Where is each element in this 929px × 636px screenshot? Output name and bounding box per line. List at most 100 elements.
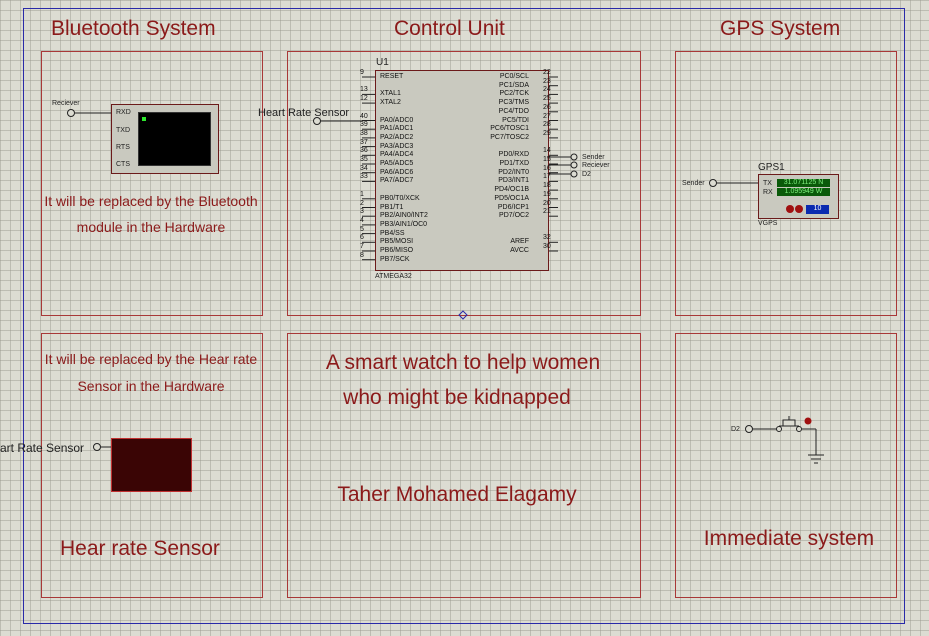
- mcu-right-pin-number: 24: [543, 86, 551, 94]
- mcu-left-pin-number: 35: [360, 156, 368, 163]
- mcu-part-label: ATMEGA32: [375, 273, 412, 280]
- mcu-out-d2: D2: [582, 171, 591, 178]
- heart-rate-sensor-block[interactable]: [111, 438, 192, 492]
- mcu-left-pin-label: XTAL1: [380, 90, 401, 98]
- mcu-left-pin-label: RESET: [380, 73, 404, 80]
- mcu-right-pin-label: AVCC: [510, 247, 529, 254]
- gps-led-indicator: [786, 205, 794, 213]
- immediate-title: Immediate system: [703, 527, 875, 550]
- mcu-right-pin-label: PD3/INT1: [498, 177, 529, 185]
- gps-led-indicator-2: [795, 205, 803, 213]
- gps-counter-display: 10: [806, 205, 829, 214]
- mcu-ref: U1: [376, 57, 389, 68]
- mcu-right-pin-label: PD7/OC2: [499, 212, 529, 220]
- mcu-right-pin-label: PD4/OC1B: [494, 186, 529, 194]
- mcu-left-pin-label: PB6/MISO: [380, 247, 414, 254]
- bluetooth-rx-label: Reciever: [52, 100, 80, 107]
- mcu-left-pin-label: PB4/SS: [380, 229, 405, 237]
- mcu-left-pin-number: 3: [360, 208, 364, 216]
- heart-rate-note-line2: Sensor in the Hardware: [77, 378, 225, 394]
- mcu-out-reciever: Reciever: [582, 162, 610, 169]
- mcu-out-sender: Sender: [582, 154, 605, 161]
- mcu-left-pin-label: PB3/AIN1/OC0: [380, 220, 428, 228]
- project-line1: A smart watch to help women: [325, 351, 601, 374]
- gps-tx-label: TX: [763, 180, 772, 187]
- mcu-left-pin-label: PA4/ADC4: [380, 151, 414, 159]
- mcu-right-pin-number: 20: [543, 199, 551, 207]
- bt-pin-rts: RTS: [116, 144, 130, 151]
- bluetooth-terminal-screen: [138, 112, 211, 166]
- project-author: Taher Mohamed Elagamy: [337, 483, 577, 506]
- mcu-left-pin-label: PB5/MOSI: [380, 238, 414, 246]
- control-unit-panel[interactable]: [287, 51, 641, 316]
- mcu-right-pin-label: PC1/SDA: [499, 81, 529, 89]
- mcu-left-pin-number: 4: [360, 216, 364, 224]
- gps-panel[interactable]: [675, 51, 897, 316]
- mcu-right-pin-number: 25: [543, 95, 551, 103]
- heart-rate-sensor-label: art Rate Sensor: [0, 441, 85, 455]
- mcu-left-pin-label: PA3/ADC3: [380, 142, 414, 150]
- mcu-left-pin-label: PB1/T1: [380, 203, 404, 211]
- mcu-left-pin-label: PA2/ADC2: [380, 133, 414, 141]
- mcu-left-pin-label: PA1/ADC1: [380, 125, 414, 133]
- mcu-left-pin-number: 33: [360, 173, 368, 181]
- mcu-right-pin-label: PC3/TMS: [498, 99, 529, 107]
- bluetooth-note-line1: It will be replaced by the Bluetooth: [44, 193, 258, 209]
- mcu-left-pin-number: 38: [360, 129, 368, 137]
- bluetooth-panel[interactable]: [41, 51, 263, 316]
- mcu-right-pin-number: 23: [543, 77, 551, 85]
- heart-rate-note-line1: It will be replaced by the Hear rate: [44, 351, 258, 367]
- mcu-left-pin-label: PB7/SCK: [380, 255, 410, 263]
- bluetooth-cursor-indicator: [142, 117, 146, 121]
- mcu-right-pin-number: 14: [543, 147, 551, 155]
- mcu-right-pin-label: AREF: [510, 238, 529, 246]
- mcu-right-pin-number: 21: [543, 208, 551, 216]
- control-unit-title: Control Unit: [394, 17, 505, 40]
- mcu-right-pin-label: PC0/SCL: [499, 73, 529, 80]
- mcu-left-pin-number: 37: [360, 138, 368, 146]
- mcu-right-pin-number: 28: [543, 121, 551, 129]
- gps-longitude-display: 1.095949 W: [777, 188, 830, 196]
- mcu-left-pin-number: 2: [360, 199, 364, 207]
- schematic-sheet-border: [23, 8, 905, 624]
- gps-title: GPS System: [720, 17, 841, 40]
- mcu-left-pin-number: 12: [360, 95, 368, 103]
- project-info-panel[interactable]: [287, 333, 641, 598]
- mcu-right-pin-number: 26: [543, 103, 551, 111]
- gps-input-label: Sender: [682, 180, 705, 187]
- mcu-left-pin-label: XTAL2: [380, 99, 401, 107]
- mcu-right-pin-number: 15: [543, 156, 551, 163]
- mcu-left-pin-number: 6: [360, 234, 364, 242]
- project-line2: who might be kidnapped: [343, 386, 571, 409]
- mcu-right-pin-number: 27: [543, 112, 551, 120]
- mcu-atmega32[interactable]: [375, 70, 549, 271]
- mcu-right-pin-label: PD5/OC1A: [494, 194, 529, 202]
- mcu-left-pin-number: 5: [360, 225, 364, 233]
- mcu-right-pin-label: PC7/TOSC2: [490, 133, 529, 141]
- mcu-right-pin-number: 22: [543, 69, 551, 76]
- immediate-panel[interactable]: [675, 333, 897, 598]
- mcu-right-pin-number: 29: [543, 129, 551, 137]
- mcu-right-pin-number: 18: [543, 182, 551, 190]
- mcu-left-pin-number: 34: [360, 164, 368, 172]
- mcu-right-pin-label: PD0/RXD: [498, 151, 529, 159]
- bluetooth-note-line2: module in the Hardware: [76, 219, 226, 235]
- mcu-right-pin-label: PC5/TDI: [502, 116, 529, 124]
- mcu-left-pin-label: PB2/AIN0/INT2: [380, 212, 428, 220]
- mcu-left-pin-number: 8: [360, 251, 364, 259]
- mcu-input-label: Heart Rate Sensor: [258, 107, 350, 119]
- bt-pin-txd: TXD: [116, 127, 130, 134]
- heart-rate-panel[interactable]: [41, 333, 263, 598]
- mcu-right-pin-label: PD2/INT0: [498, 168, 529, 176]
- mcu-left-pin-number: 36: [360, 147, 368, 155]
- bluetooth-title: Bluetooth System: [51, 17, 216, 40]
- mcu-right-pin-label: PC6/TOSC1: [490, 125, 529, 133]
- heart-rate-title: Hear rate Sensor: [60, 537, 220, 560]
- mcu-right-pin-label: PD1/TXD: [499, 160, 529, 167]
- gps-ref: GPS1: [758, 162, 785, 173]
- mcu-right-pin-label: PC4/TDO: [498, 107, 529, 115]
- mcu-right-pin-label: PC2/TCK: [499, 90, 529, 98]
- mcu-right-pin-label: PD6/ICP1: [497, 203, 529, 211]
- mcu-left-pin-number: 40: [360, 112, 368, 120]
- mcu-right-pin-number: 17: [543, 173, 551, 181]
